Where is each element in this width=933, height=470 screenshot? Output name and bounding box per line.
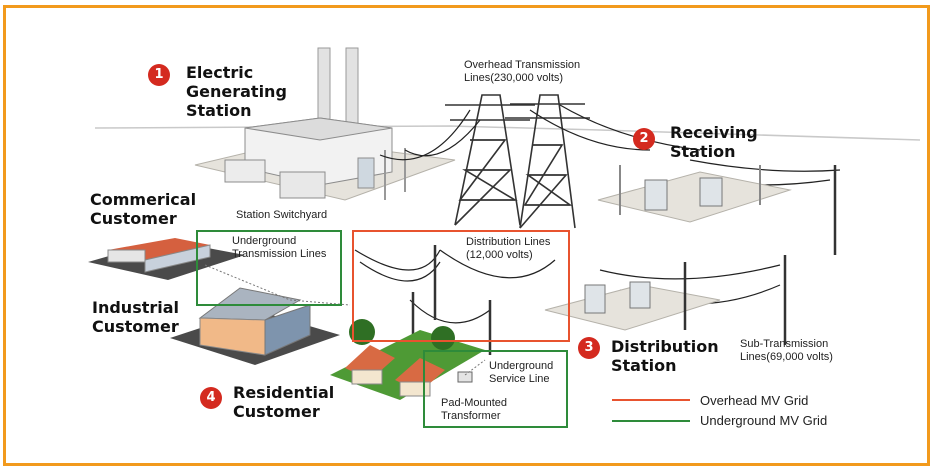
sub-transmission-line2: Lines(69,000 volts) bbox=[740, 351, 833, 363]
receiving-station-line1: Receiving bbox=[670, 123, 758, 142]
sub-transmission-line1: Sub-Transmission bbox=[740, 338, 829, 350]
underground-transmission-line1: Underground bbox=[232, 235, 297, 247]
commercial-customer-label: Commerical Customer bbox=[90, 190, 196, 228]
underground-service-line1: Underground bbox=[489, 360, 554, 372]
pad-mounted-label: Pad-Mounted Transformer bbox=[441, 397, 507, 423]
underground-transmission-line2: Transmission Lines bbox=[232, 248, 327, 260]
receiving-station-label: Receiving Station bbox=[670, 123, 758, 161]
transmission-towers bbox=[445, 94, 590, 229]
badge-residential-customer: 4 bbox=[200, 387, 222, 409]
underground-transmission-box bbox=[196, 230, 342, 306]
badge-receiving-station: 2 bbox=[633, 128, 655, 150]
receiving-station-illustration bbox=[597, 165, 792, 223]
industrial-customer-line1: Industrial bbox=[92, 298, 180, 317]
overhead-transmission-line2: Lines(230,000 volts) bbox=[464, 72, 564, 84]
badge-distribution-station: 3 bbox=[578, 337, 600, 359]
badge-generating-station: 1 bbox=[148, 64, 170, 86]
overhead-distribution-box bbox=[352, 230, 570, 342]
commercial-building-illustration bbox=[88, 238, 245, 280]
distribution-station-label: Distribution Station bbox=[611, 337, 719, 375]
distribution-lines-label: Distribution Lines (12,000 volts) bbox=[466, 236, 550, 262]
residential-customer-line2: Customer bbox=[233, 402, 320, 421]
sub-transmission-label: Sub-Transmission Lines(69,000 volts) bbox=[740, 338, 833, 364]
overhead-transmission-line1: Overhead Transmission bbox=[464, 59, 581, 71]
legend-overhead-label: Overhead MV Grid bbox=[700, 393, 809, 408]
underground-service-box bbox=[423, 350, 568, 428]
industrial-customer-line2: Customer bbox=[92, 317, 179, 336]
residential-customer-label: Residential Customer bbox=[233, 383, 334, 421]
underground-service-line2: Service Line bbox=[489, 373, 550, 385]
residential-customer-line1: Residential bbox=[233, 383, 335, 402]
distribution-station-illustration bbox=[544, 281, 721, 331]
underground-service-label: Underground Service Line bbox=[489, 360, 553, 386]
residential-area-illustration bbox=[330, 319, 485, 400]
pad-mounted-line2: Transformer bbox=[441, 410, 501, 422]
distribution-station-line1: Distribution bbox=[611, 337, 719, 356]
generating-station-line1: Electric bbox=[186, 63, 254, 82]
generating-station-line2: Generating bbox=[186, 82, 287, 101]
receiving-station-line2: Station bbox=[670, 142, 736, 161]
station-switchyard-label: Station Switchyard bbox=[236, 209, 328, 221]
distribution-lines-line2: (12,000 volts) bbox=[466, 249, 533, 261]
pad-mounted-line1: Pad-Mounted bbox=[441, 397, 508, 409]
distribution-lines-line1: Distribution Lines bbox=[466, 236, 551, 248]
underground-transmission-label: Underground Transmission Lines bbox=[232, 235, 326, 261]
overhead-transmission-label: Overhead Transmission Lines(230,000 volt… bbox=[464, 59, 580, 85]
legend-underground-label: Underground MV Grid bbox=[700, 413, 828, 428]
commercial-customer-line2: Customer bbox=[90, 209, 177, 228]
industrial-customer-label: Industrial Customer bbox=[92, 298, 179, 336]
distribution-station-line2: Station bbox=[611, 356, 677, 375]
generating-station-label: Electric Generating Station bbox=[186, 63, 287, 120]
generating-station-illustration bbox=[194, 47, 456, 201]
generating-station-line3: Station bbox=[186, 101, 252, 120]
commercial-customer-line1: Commerical bbox=[90, 190, 197, 209]
